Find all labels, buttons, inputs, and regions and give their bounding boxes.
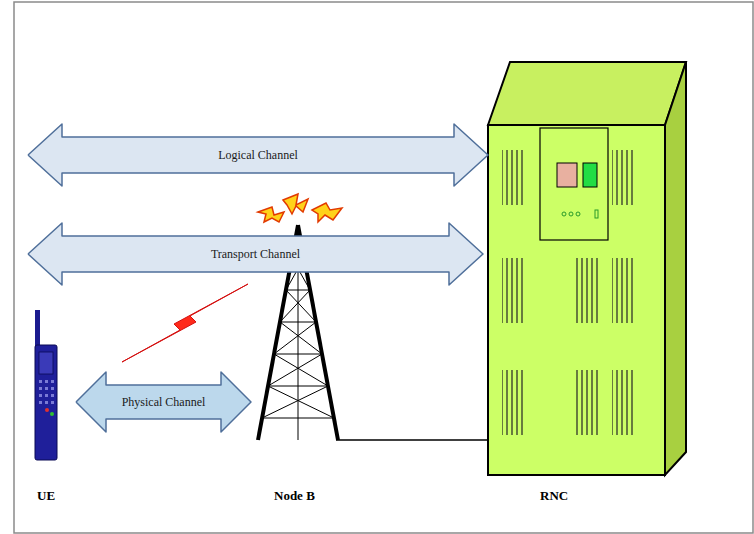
- phone-symbol: [35, 310, 57, 460]
- channel-arrow: Physical Channel: [76, 372, 251, 432]
- channel-arrow: Transport Channel: [28, 223, 483, 285]
- channel-label: Logical Channel: [218, 148, 298, 163]
- radio-lightning: [122, 284, 248, 362]
- channel-label: Transport Channel: [211, 247, 300, 262]
- element-label: Node B: [274, 488, 315, 504]
- frame: [14, 2, 753, 533]
- channel-arrow: Logical Channel: [28, 124, 488, 186]
- element-label: RNC: [540, 488, 568, 504]
- rnc-cabinet: [488, 62, 686, 475]
- element-label: UE: [37, 488, 55, 504]
- channel-label: Physical Channel: [122, 395, 206, 410]
- signal-spark: [258, 194, 342, 222]
- backhaul-wire: [336, 439, 490, 441]
